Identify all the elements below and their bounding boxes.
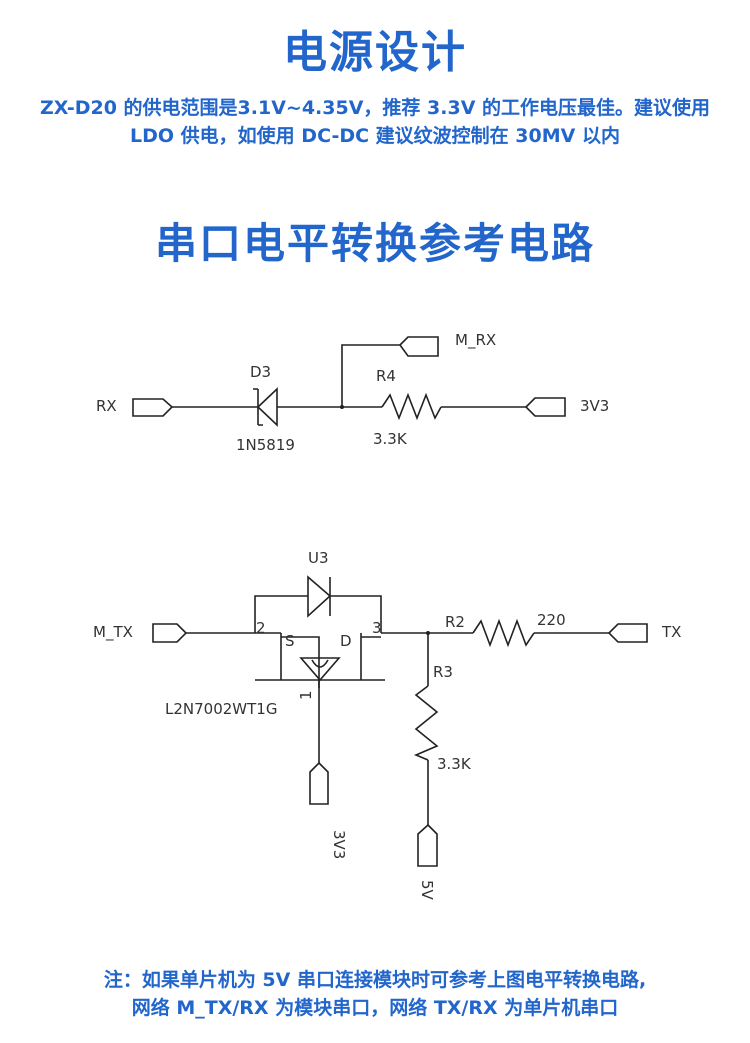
level-shift-circuit-title: 串口电平转换参考电路 xyxy=(154,219,595,268)
resistor-r4-value: 3.3K xyxy=(373,430,408,448)
port-rx-label: RX xyxy=(96,397,117,415)
port-tx-symbol xyxy=(607,623,648,643)
port-5v-symbol xyxy=(417,823,438,867)
resistor-r4-ref: R4 xyxy=(376,367,396,385)
resistor-r3 xyxy=(413,685,439,761)
wire xyxy=(254,595,308,633)
port-m-tx-label: M_TX xyxy=(93,623,133,642)
power-design-description: ZX-D20 的供电范围是3.1V~4.35V，推荐 3.3V 的工作电压最佳。… xyxy=(39,97,711,147)
port-gate-3v3-symbol xyxy=(309,761,329,805)
rx-circuit: RX D3 1N5819 M_RX R4 3.3K 3V3 xyxy=(96,331,609,454)
drain-label: D xyxy=(340,632,352,650)
wire xyxy=(330,595,382,633)
power-design-title: 电源设计 xyxy=(283,27,467,78)
source-label: S xyxy=(285,632,295,650)
diode-u3-ref: U3 xyxy=(308,549,329,567)
resistor-r3-ref: R3 xyxy=(433,663,453,681)
port-tx-label: TX xyxy=(661,623,681,641)
resistor-r2 xyxy=(472,618,535,648)
port-m-rx-label: M_RX xyxy=(455,331,496,350)
note-text: 注：如果单片机为 5V 串口连接模块时可参考上图电平转换电路, 网络 M_TX/… xyxy=(0,966,750,1022)
mosfet-part: L2N7002WT1G xyxy=(165,700,277,718)
port-m-tx-symbol xyxy=(152,623,188,643)
note-line-1: 注：如果单片机为 5V 串口连接模块时可参考上图电平转换电路, xyxy=(103,969,647,991)
port-3v3-symbol xyxy=(524,397,566,417)
pin-1-label: 1 xyxy=(297,690,315,700)
port-rx-symbol xyxy=(132,398,174,417)
mosfet xyxy=(255,633,385,688)
wire xyxy=(341,344,400,407)
diode-d3-part: 1N5819 xyxy=(236,436,295,454)
pin-3-label: 3 xyxy=(372,619,382,637)
pin-2-label: 2 xyxy=(256,619,266,637)
port-3v3-label: 3V3 xyxy=(580,397,609,415)
note-line-2: 网络 M_TX/RX 为模块串口，网络 TX/RX 为单片机串口 xyxy=(131,997,619,1019)
port-gate-3v3-label: 3V3 xyxy=(330,830,348,859)
resistor-r4 xyxy=(381,392,442,421)
port-m-rx-symbol xyxy=(398,336,439,357)
resistor-r2-ref: R2 xyxy=(445,613,465,631)
diode-d3-ref: D3 xyxy=(250,363,271,381)
tx-circuit: M_TX U3 2 3 S D L2N7002WT1G 1 3V3 xyxy=(93,549,681,901)
port-5v-label: 5V xyxy=(418,880,436,901)
resistor-r2-value: 220 xyxy=(537,611,566,629)
body-diode-u3 xyxy=(307,575,332,618)
resistor-r3-value: 3.3K xyxy=(437,755,472,773)
